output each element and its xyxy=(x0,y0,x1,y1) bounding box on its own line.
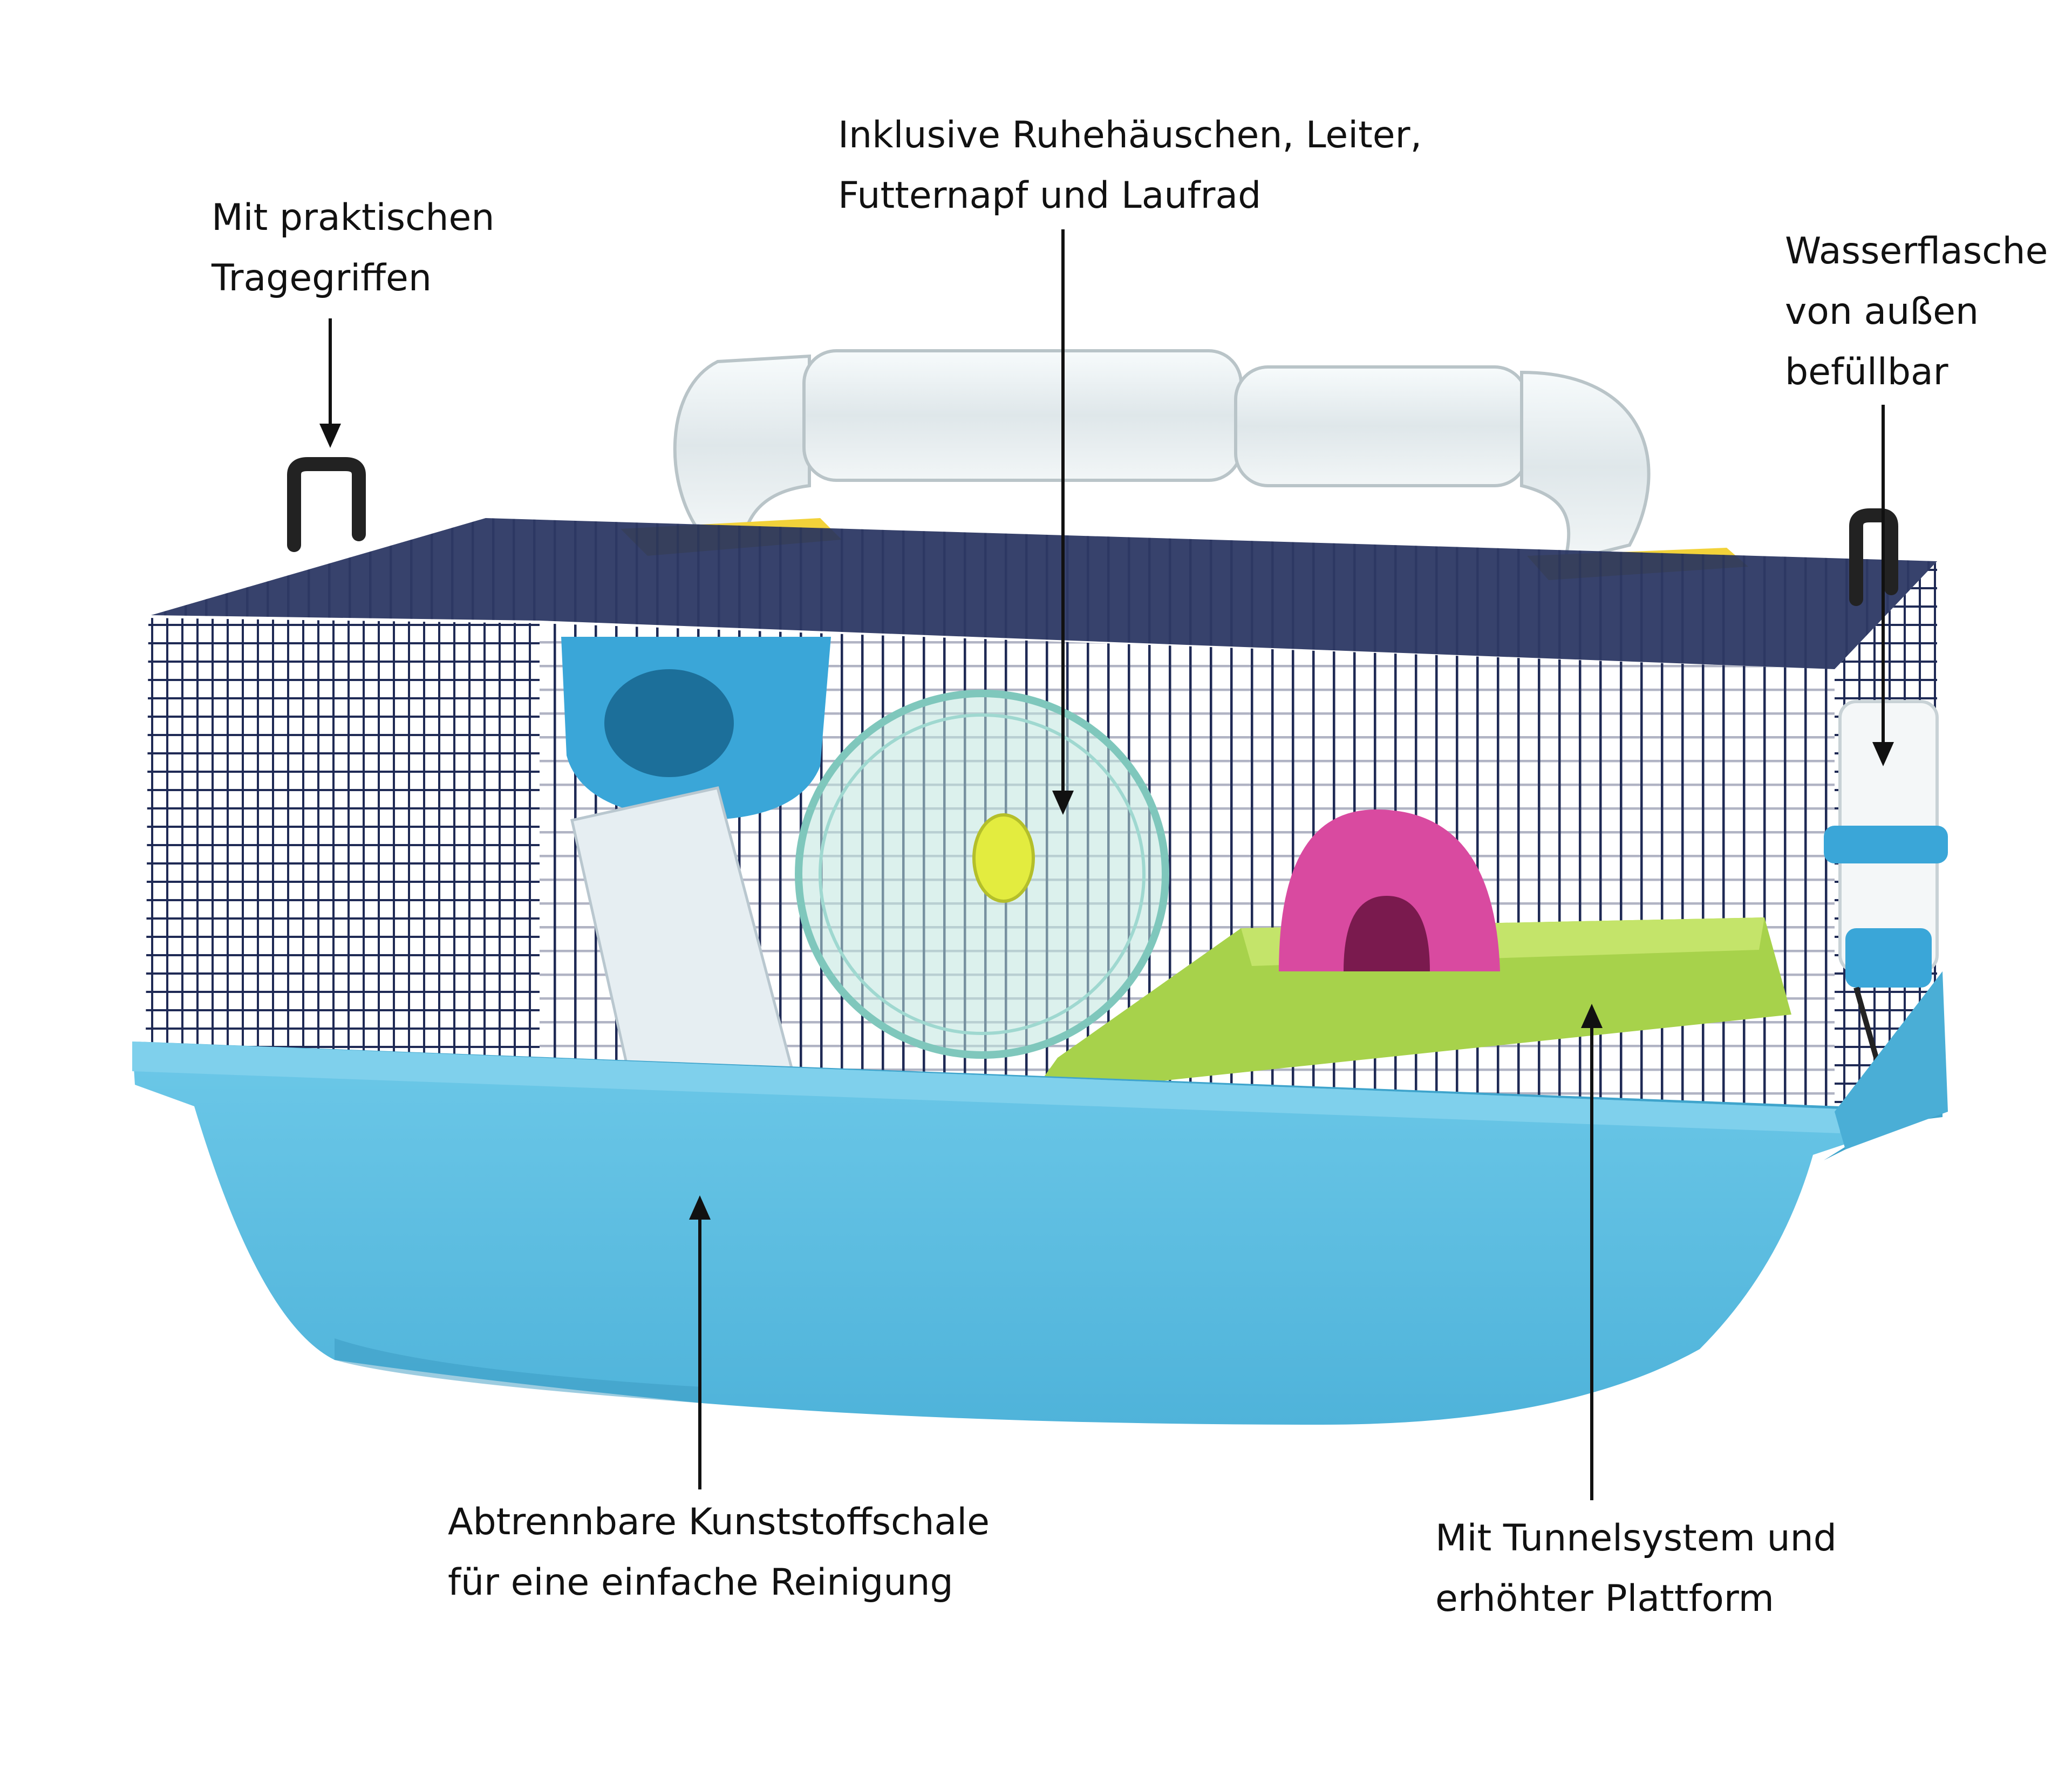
callout-line: erhöhter Plattform xyxy=(1435,1577,1774,1620)
exercise-wheel-icon xyxy=(795,690,1169,1059)
callout-line: Tragegriffen xyxy=(212,257,432,300)
callout-tunnel-system: Mit Tunnelsystem und erhöhter Plattform xyxy=(1435,1508,1837,1629)
callout-line: für eine einfache Reinigung xyxy=(448,1561,953,1604)
upper-house xyxy=(561,637,831,1086)
callout-line: von außen xyxy=(1785,290,1979,333)
callout-line: Mit Tunnelsystem und xyxy=(1435,1517,1837,1560)
arrow-down-icon xyxy=(319,229,1894,815)
water-bottle-icon xyxy=(1824,700,1948,1102)
callout-line: Abtrennbare Kunststoffschale xyxy=(448,1501,990,1543)
cage-left-wall xyxy=(146,618,540,1074)
callout-line: Mit praktischen xyxy=(212,196,495,239)
callout-accessories: Inklusive Ruhehäuschen, Leiter, Futterna… xyxy=(838,105,1422,226)
callout-plastic-tray: Abtrennbare Kunststoffschale für eine ei… xyxy=(448,1492,990,1613)
callout-line: Wasserflasche xyxy=(1785,230,2048,273)
callout-line: Futternapf und Laufrad xyxy=(838,174,1262,217)
callout-carry-handles: Mit praktischen Tragegriffen xyxy=(212,188,494,309)
callout-water-bottle: Wasserflasche von außen befüllbar xyxy=(1785,221,2048,403)
sleeping-house-icon xyxy=(1279,809,1500,971)
callout-line: befüllbar xyxy=(1785,351,1948,393)
plastic-tray xyxy=(132,971,1948,1425)
carry-handle-icon xyxy=(287,457,1898,606)
arrow-up-icon xyxy=(689,1004,1603,1500)
callout-line: Inklusive Ruhehäuschen, Leiter, xyxy=(838,114,1422,156)
